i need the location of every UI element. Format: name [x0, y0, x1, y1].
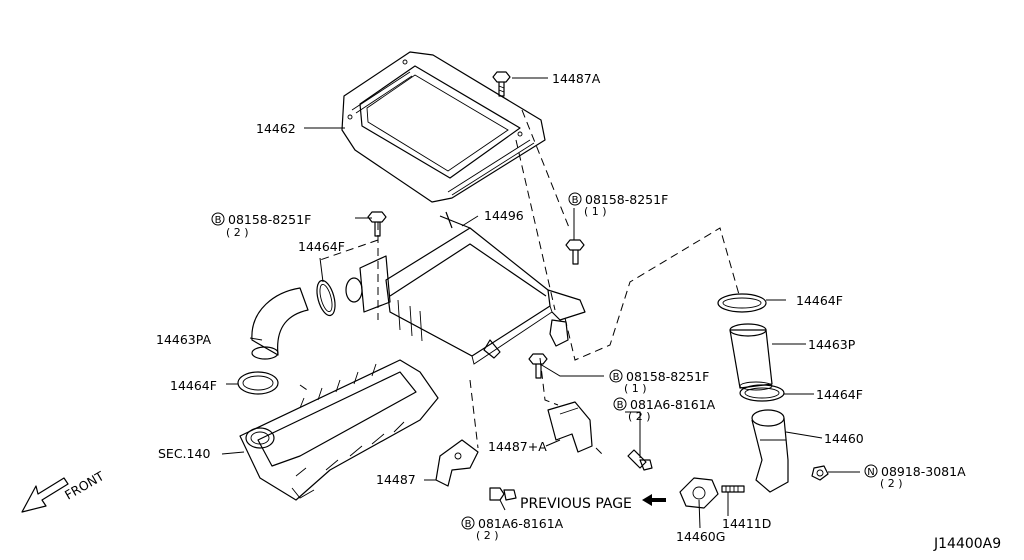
label-14463P: 14463P — [808, 337, 856, 352]
marker-b-4-text: B — [617, 400, 624, 411]
label-bolt2: 08158-8251F — [585, 192, 668, 207]
label-14496: 14496 — [484, 208, 524, 223]
cover-plate-14462 — [341, 51, 546, 203]
label-14464F-a: 14464F — [298, 239, 345, 254]
label-bolt5: 081A6-8161A — [478, 516, 564, 531]
label-nut-qty: ( 2 ) — [880, 477, 903, 490]
marker-n — [864, 464, 878, 478]
label-14463PA: 14463PA — [156, 332, 212, 347]
bolt-08158-8251F-right — [565, 239, 585, 265]
marker-b-2-text: B — [572, 195, 579, 206]
marker-b-1 — [211, 212, 225, 226]
diagram-id: J14400A9 — [933, 536, 1001, 552]
label-bolt2-qty: ( 1 ) — [584, 205, 607, 218]
stud-14411D — [721, 485, 745, 493]
bolt-14487A — [492, 71, 511, 97]
label-14464F-d: 14464F — [816, 387, 863, 402]
marker-b-1-text: B — [215, 215, 222, 226]
label-bolt1-qty: ( 2 ) — [226, 226, 249, 239]
marker-b-4 — [613, 397, 627, 411]
marker-b-2 — [568, 192, 582, 206]
assembly-dashed-lines — [299, 109, 741, 457]
label-bolt3: 08158-8251F — [626, 369, 709, 384]
label-14487A: 14487A — [552, 71, 601, 86]
clamp-14464F-lower-right — [739, 384, 785, 402]
label-14460: 14460 — [824, 431, 864, 446]
front-arrow-icon — [21, 477, 69, 513]
label-14464F-b: 14464F — [170, 378, 217, 393]
intake-manifold-sec140 — [239, 359, 439, 501]
marker-b-3 — [609, 369, 623, 383]
label-sec140[interactable]: SEC.140 — [158, 446, 210, 461]
bracket-14487 — [435, 439, 479, 487]
label-14487: 14487 — [376, 472, 416, 487]
clamp-14464F-lower-left — [237, 371, 279, 395]
bolt-08158-8251F-left — [367, 211, 387, 237]
pipe-14460 — [751, 409, 789, 493]
label-bolt4-qty: ( 2 ) — [628, 410, 651, 423]
bolt-081A6-8161A-upper — [627, 449, 653, 471]
bolt-081A6-8161A-lower — [489, 487, 517, 501]
label-front: FRONT — [62, 468, 107, 503]
marker-b-3-text: B — [613, 372, 620, 383]
hose-14463P — [729, 323, 773, 391]
bolt-08158-8251F-middle — [528, 353, 548, 379]
nut-08918-3081A — [811, 465, 829, 481]
previous-page-arrow-icon[interactable] — [642, 494, 666, 506]
marker-b-5 — [461, 516, 475, 530]
marker-b-5-text: B — [465, 519, 472, 530]
label-14487pA: 14487+A — [488, 439, 547, 454]
label-14411D: 14411D — [722, 516, 771, 531]
label-bolt4: 081A6-8161A — [630, 397, 716, 412]
marker-n-text: N — [867, 467, 874, 478]
bracket-14487pA — [547, 401, 593, 453]
clamp-14464F-upper-right — [717, 293, 767, 313]
gasket-14460G — [679, 477, 719, 509]
label-14460G: 14460G — [676, 529, 725, 544]
leader-lines — [221, 77, 860, 529]
hose-14463PA — [251, 287, 309, 360]
label-bolt1: 08158-8251F — [228, 212, 311, 227]
label-14464F-c: 14464F — [796, 293, 843, 308]
intercooler-14496 — [345, 211, 586, 365]
label-14462: 14462 — [256, 121, 296, 136]
label-nut: 08918-3081A — [881, 464, 966, 479]
previous-page-link[interactable]: PREVIOUS PAGE — [520, 496, 632, 512]
label-bolt5-qty: ( 2 ) — [476, 529, 499, 542]
label-bolt3-qty: ( 1 ) — [624, 382, 647, 395]
clamp-14464F-upper-left — [316, 279, 336, 317]
